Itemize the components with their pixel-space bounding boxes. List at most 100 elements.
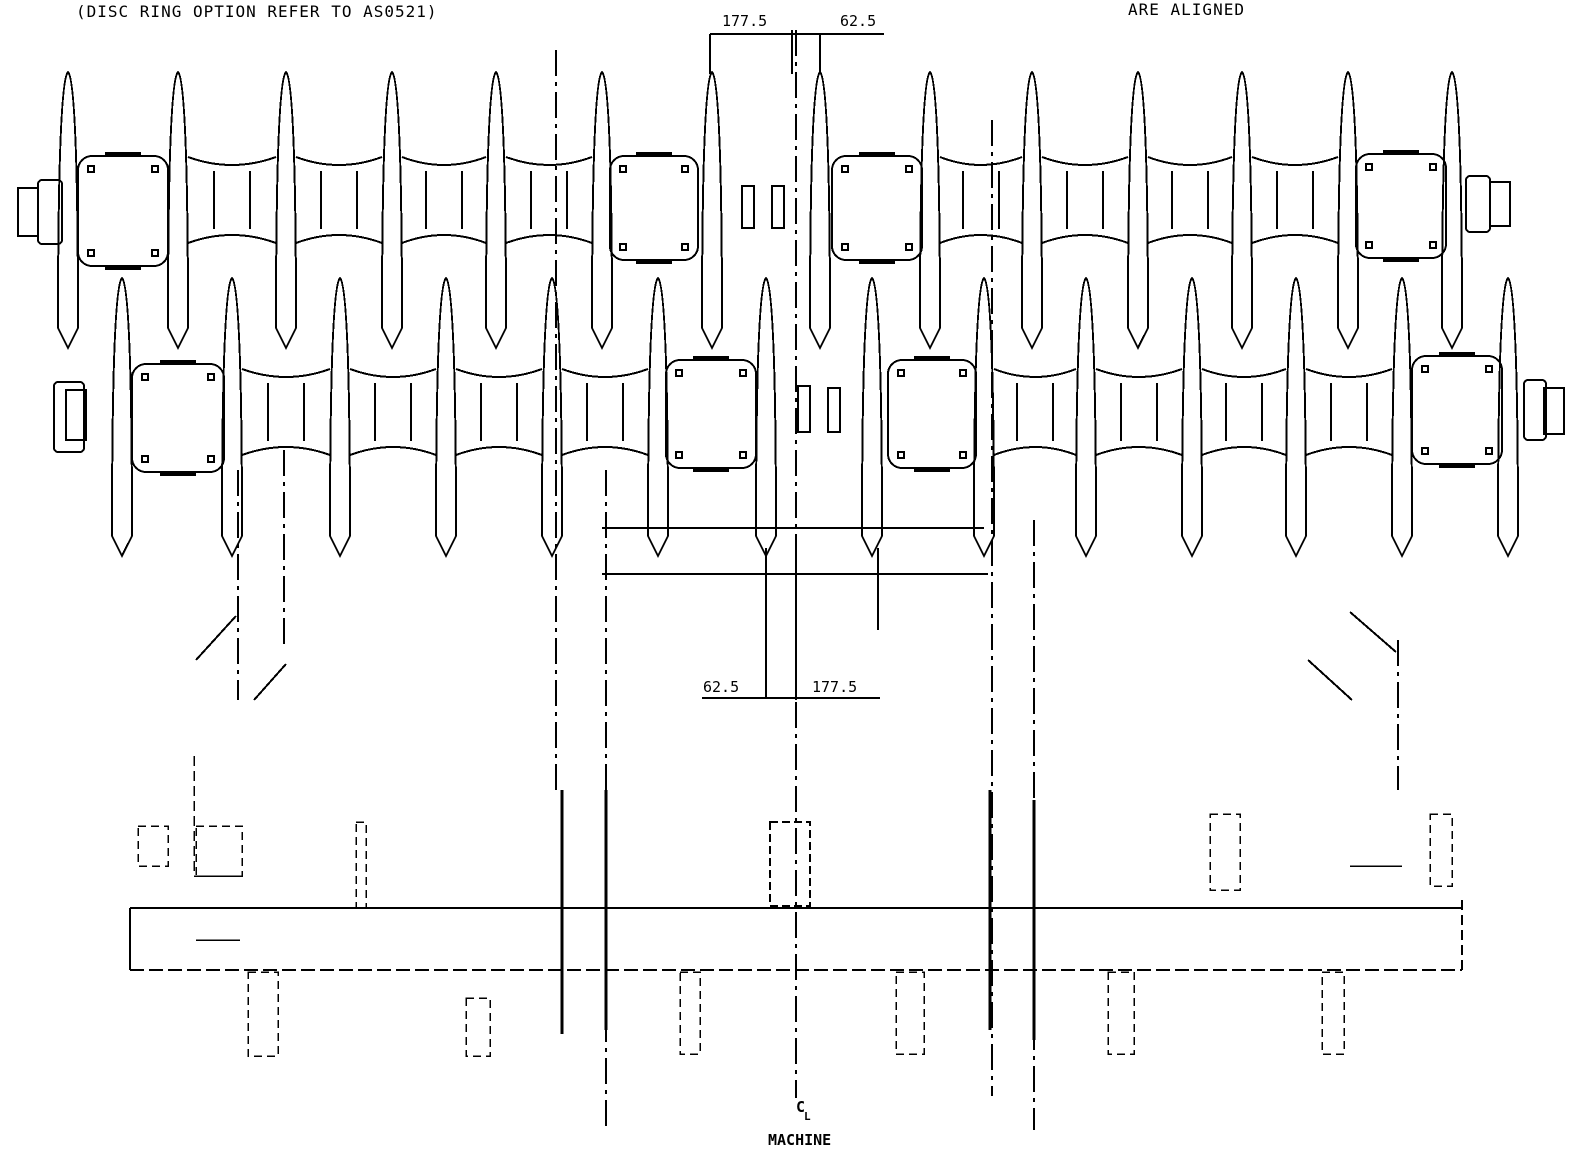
bolt-hole: [897, 451, 905, 459]
spacer-lower: [295, 234, 383, 244]
spacer-upper: [939, 156, 1023, 166]
dimension-lines: [602, 30, 988, 700]
spacer-lower: [993, 446, 1077, 456]
spacer-upper: [505, 156, 593, 166]
end-coupling-left: [17, 187, 39, 237]
bolt-hole: [675, 451, 683, 459]
disc-blade: [1390, 276, 1414, 559]
spacer-upper: [401, 156, 487, 166]
bolt-hole: [739, 369, 747, 377]
aligned-note: ARE ALIGNED: [1128, 0, 1245, 19]
bolt-hole: [1429, 163, 1437, 171]
end-flange-left: [37, 179, 63, 245]
disc-blade: [1284, 276, 1308, 559]
coupling-side: [769, 821, 811, 907]
bolt-hole: [905, 165, 913, 173]
center-coupling: [797, 385, 811, 433]
disc-blade: [646, 276, 670, 559]
disc-blade: [590, 70, 614, 351]
spacer-upper: [295, 156, 383, 166]
disc-blade: [1126, 70, 1150, 351]
disc-blade: [700, 70, 724, 351]
spacer-lower: [1147, 234, 1233, 244]
disc-blade: [110, 276, 134, 559]
bolt-hole: [959, 451, 967, 459]
disc-blade: [860, 276, 884, 559]
bolt-hole: [897, 369, 905, 377]
dimension-label-top-left: 177.5: [722, 12, 768, 30]
disc-blade: [434, 276, 458, 559]
end-flange-right: [1465, 175, 1491, 233]
bolt-hole: [739, 451, 747, 459]
center-coupling: [771, 185, 785, 229]
spacer-lower: [187, 234, 277, 244]
disc-blade: [1336, 70, 1360, 351]
spacer-lower: [939, 234, 1023, 244]
spacer-upper: [1095, 368, 1183, 378]
bolt-hole: [151, 249, 159, 257]
bolt-hole: [959, 369, 967, 377]
bearing-block-side: [1321, 971, 1345, 1055]
dimension-label-top-right: 62.5: [840, 12, 877, 30]
end-coupling-left: [65, 389, 87, 441]
leader-line: [253, 663, 287, 701]
disc-blade: [1180, 276, 1204, 559]
end-flange-right: [1523, 379, 1547, 441]
upper-rotor-shaft: [17, 70, 1511, 351]
bearing-block-side: [195, 825, 243, 877]
side-elevation-view: [129, 756, 1463, 1057]
bearing-block-side: [1429, 813, 1453, 887]
machine-centerline-label: MACHINE: [768, 1131, 832, 1149]
spacer-lower: [1095, 446, 1183, 456]
spacer-upper: [1201, 368, 1287, 378]
spacer-lower: [349, 446, 437, 456]
bolt-hole: [619, 165, 627, 173]
center-coupling: [827, 387, 841, 433]
spacer-upper: [1305, 368, 1393, 378]
dimension-label-bottom-left: 62.5: [703, 678, 740, 696]
bearing-block-side: [355, 821, 367, 909]
bolt-hole: [619, 243, 627, 251]
bearing-block-side: [247, 971, 279, 1057]
bolt-hole: [841, 165, 849, 173]
spacer-lower: [401, 234, 487, 244]
bearing-block-side: [1209, 813, 1241, 891]
bolt-hole: [87, 165, 95, 173]
bolt-hole: [681, 243, 689, 251]
spacer-upper: [241, 368, 331, 378]
bolt-hole: [207, 373, 215, 381]
spacer-lower: [241, 446, 331, 456]
disc-blade: [1440, 70, 1464, 351]
disc-blade: [328, 276, 352, 559]
disc-blade: [1074, 276, 1098, 559]
spacer-upper: [187, 156, 277, 166]
disc-blade: [1230, 70, 1254, 351]
spacer-lower: [561, 446, 649, 456]
bolt-hole: [681, 165, 689, 173]
disc-blade: [380, 70, 404, 351]
bearing-block-side: [895, 971, 925, 1055]
spacer-upper: [1251, 156, 1339, 166]
spacer-lower: [1251, 234, 1339, 244]
bearing-block-side: [465, 997, 491, 1057]
bolt-hole: [1429, 241, 1437, 249]
bolt-hole: [1421, 447, 1429, 455]
end-flange-left: [53, 381, 85, 453]
spacer-upper: [349, 368, 437, 378]
spacer-upper: [1147, 156, 1233, 166]
spacer-upper: [1041, 156, 1129, 166]
bearing-block-side: [1107, 971, 1135, 1055]
spacer-upper: [561, 368, 649, 378]
spacer-lower: [1305, 446, 1393, 456]
disc-blade: [540, 276, 564, 559]
end-coupling-right: [1543, 387, 1565, 435]
disc-blade: [274, 70, 298, 351]
bolt-hole: [1365, 241, 1373, 249]
center-coupling: [741, 185, 755, 229]
bearing-block-side: [679, 971, 701, 1055]
spacer-upper: [993, 368, 1077, 378]
leader-line: [1349, 611, 1397, 653]
bolt-hole: [141, 455, 149, 463]
end-coupling-right: [1489, 181, 1511, 227]
bolt-hole: [1421, 365, 1429, 373]
